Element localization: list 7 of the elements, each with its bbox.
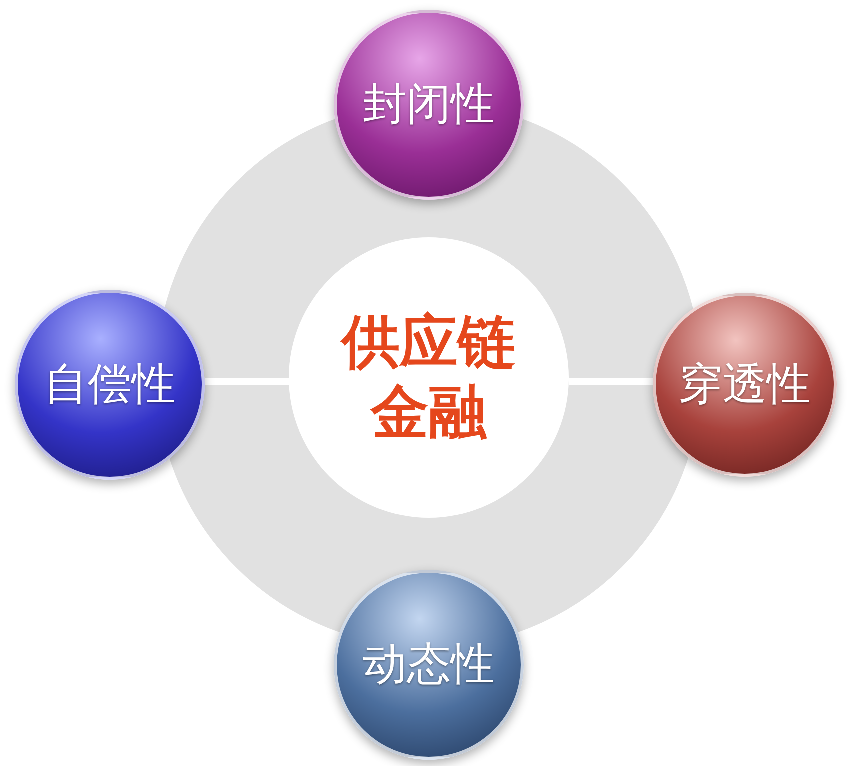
connector-line (204, 378, 290, 385)
connector-line (568, 378, 654, 385)
node-label: 动态性 (363, 643, 495, 687)
node-label: 封闭性 (363, 83, 495, 127)
node-label: 穿透性 (679, 363, 811, 407)
node-label: 自偿性 (44, 363, 176, 407)
center-label: 供应链金融 (340, 308, 517, 448)
